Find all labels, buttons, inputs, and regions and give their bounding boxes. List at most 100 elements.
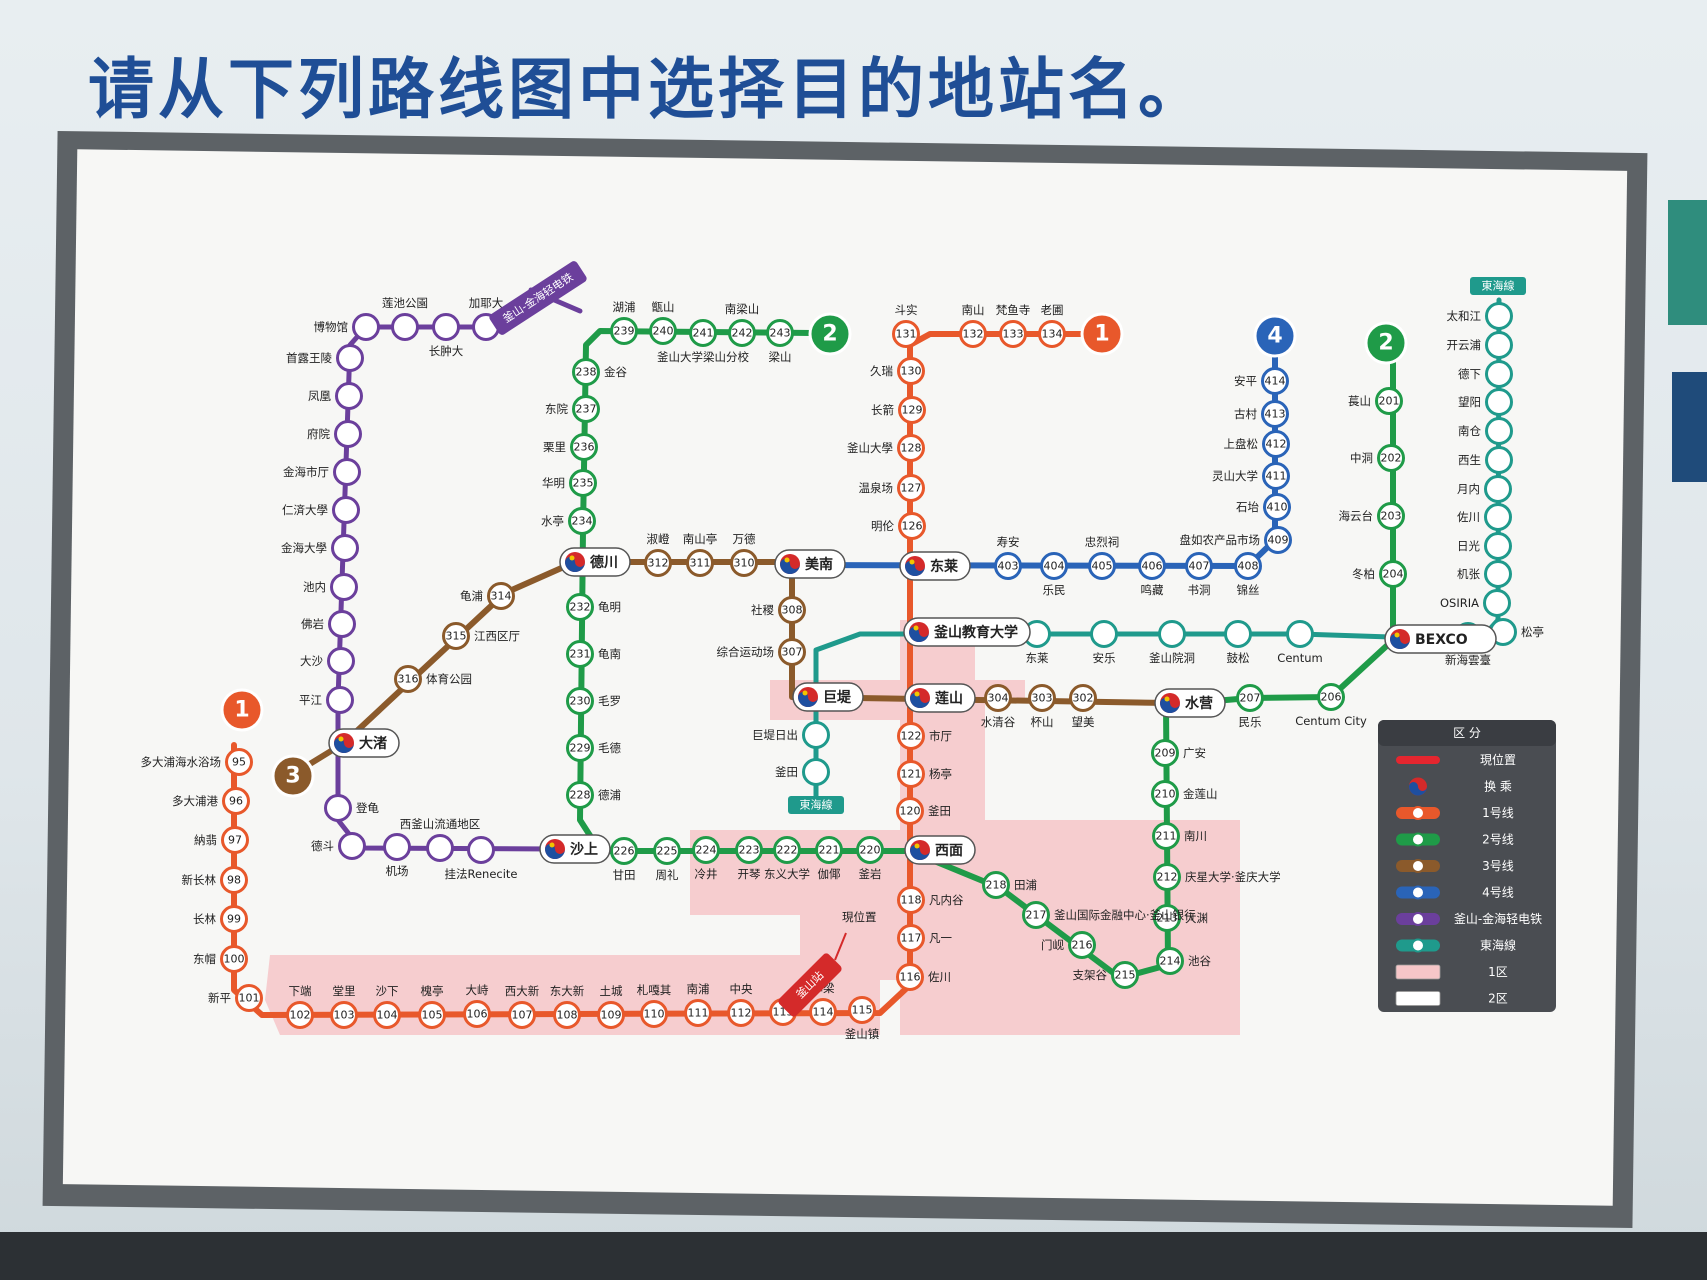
station-n238[interactable] [572,358,600,386]
station-g8[interactable] [333,458,361,486]
station-g15[interactable] [324,794,352,822]
station-d1[interactable] [1485,302,1513,330]
station-n223[interactable] [735,836,763,864]
station-n229[interactable] [566,734,594,762]
station-n133[interactable] [999,320,1027,348]
station-n203[interactable] [1377,502,1405,530]
station-d10[interactable] [1484,560,1512,588]
interchange-i_edu[interactable] [903,617,1031,647]
station-n411[interactable] [1262,462,1290,490]
station-d8[interactable] [1484,503,1512,531]
station-d3[interactable] [1485,360,1513,388]
station-n118[interactable] [897,886,925,914]
station-n130[interactable] [897,357,925,385]
station-n239[interactable] [610,317,638,345]
station-n216[interactable] [1068,931,1096,959]
station-n213[interactable] [1153,904,1181,932]
station-n243[interactable] [766,319,794,347]
station-n221[interactable] [815,836,843,864]
interchange-i_bexco[interactable] [1384,624,1497,654]
station-g13[interactable] [327,647,355,675]
station-n403[interactable] [994,552,1022,580]
station-n315[interactable] [442,622,470,650]
station-d11[interactable] [1483,589,1511,617]
station-n311[interactable] [686,549,714,577]
station-n242[interactable] [728,319,756,347]
station-d16[interactable] [1158,620,1186,648]
station-n122[interactable] [897,722,925,750]
station-n209[interactable] [1151,739,1179,767]
station-g6[interactable] [335,382,363,410]
station-n222[interactable] [773,836,801,864]
station-n96[interactable] [222,787,250,815]
station-g11[interactable] [330,573,358,601]
station-g14[interactable] [326,686,354,714]
station-n308[interactable] [778,596,806,624]
station-n214[interactable] [1156,947,1184,975]
station-g2[interactable] [391,313,419,341]
station-d5[interactable] [1485,417,1513,445]
station-n103[interactable] [330,1001,358,1029]
station-n413[interactable] [1261,400,1289,428]
station-n212[interactable] [1153,863,1181,891]
station-n231[interactable] [566,640,594,668]
station-n217[interactable] [1022,901,1050,929]
station-n104[interactable] [373,1001,401,1029]
station-g1[interactable] [352,313,380,341]
station-n215[interactable] [1111,961,1139,989]
station-n204[interactable] [1379,560,1407,588]
station-n129[interactable] [898,396,926,424]
station-n100[interactable] [220,945,248,973]
station-n412[interactable] [1262,430,1290,458]
station-n407[interactable] [1185,552,1213,580]
station-g5[interactable] [336,344,364,372]
station-n232[interactable] [566,593,594,621]
station-n228[interactable] [566,781,594,809]
station-n241[interactable] [689,319,717,347]
station-n98[interactable] [220,866,248,894]
station-d4[interactable] [1485,388,1513,416]
station-n211[interactable] [1152,822,1180,850]
station-n230[interactable] [566,687,594,715]
station-d7[interactable] [1484,475,1512,503]
station-n316[interactable] [394,665,422,693]
station-n111[interactable] [684,999,712,1027]
station-n131[interactable] [892,320,920,348]
station-n114[interactable] [809,998,837,1026]
station-n97[interactable] [221,826,249,854]
station-d20[interactable] [802,758,830,786]
station-g17[interactable] [383,833,411,861]
station-n134[interactable] [1038,320,1066,348]
station-n236[interactable] [570,433,598,461]
station-n312[interactable] [644,549,672,577]
station-n107[interactable] [508,1001,536,1029]
station-d19[interactable] [802,721,830,749]
station-n128[interactable] [897,434,925,462]
station-n201[interactable] [1375,387,1403,415]
station-n95[interactable] [225,748,253,776]
station-n302[interactable] [1069,684,1097,712]
station-n314[interactable] [487,582,515,610]
station-g3[interactable] [432,313,460,341]
station-n240[interactable] [649,317,677,345]
station-n225[interactable] [653,837,681,865]
station-n105[interactable] [418,1001,446,1029]
station-n126[interactable] [898,512,926,540]
station-g12[interactable] [328,610,356,638]
station-n115[interactable] [848,996,876,1024]
station-n101[interactable] [235,984,263,1012]
station-n414[interactable] [1261,367,1289,395]
station-n410[interactable] [1263,493,1291,521]
station-n210[interactable] [1151,780,1179,808]
station-g9[interactable] [332,496,360,524]
station-n218[interactable] [982,871,1010,899]
station-n108[interactable] [553,1001,581,1029]
station-n224[interactable] [692,836,720,864]
station-n120[interactable] [896,797,924,825]
station-d14[interactable] [1286,620,1314,648]
station-n220[interactable] [856,836,884,864]
station-g16[interactable] [338,832,366,860]
station-n237[interactable] [572,395,600,423]
station-n109[interactable] [597,1001,625,1029]
station-n99[interactable] [220,905,248,933]
